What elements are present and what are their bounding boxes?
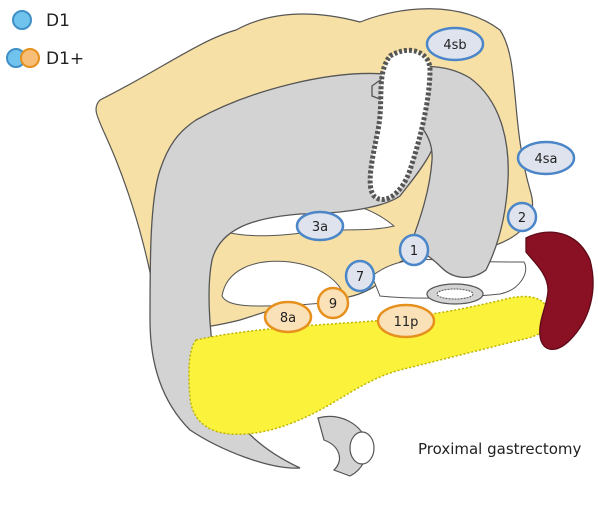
diagram-caption: Proximal gastrectomy [418, 440, 582, 458]
lymph-node-4sb: 4sb [427, 28, 483, 60]
lymph-node-9: 9 [318, 288, 348, 318]
lymph-node-4sa: 4sa [518, 142, 574, 174]
lymph-node-4sa-label: 4sa [534, 152, 557, 167]
lymph-node-7-label: 7 [356, 270, 364, 285]
lymph-node-3a: 3a [297, 212, 343, 240]
lymph-node-3a-label: 3a [312, 220, 328, 235]
legend: D1 D1+ [7, 11, 84, 69]
lymph-node-1: 1 [400, 235, 428, 265]
legend-d1-label: D1 [46, 11, 70, 31]
lymph-node-11p: 11p [378, 305, 434, 337]
lymph-node-11p-label: 11p [394, 315, 419, 330]
lymph-node-1-label: 1 [410, 244, 418, 259]
legend-d1-marker [13, 11, 31, 29]
lymph-node-4sb-label: 4sb [443, 38, 466, 53]
duodenal-vessel [318, 416, 374, 476]
lymph-node-2: 2 [508, 203, 536, 231]
vessel-cross-section [427, 284, 483, 304]
legend-d1plus-marker-orange [21, 49, 39, 67]
lymph-node-8a: 8a [265, 302, 311, 332]
legend-d1plus-label: D1+ [46, 49, 84, 69]
lymph-node-9-label: 9 [329, 297, 337, 312]
lymph-node-8a-label: 8a [280, 311, 296, 326]
lymph-node-7: 7 [346, 261, 374, 291]
lymph-node-2-label: 2 [518, 211, 526, 226]
